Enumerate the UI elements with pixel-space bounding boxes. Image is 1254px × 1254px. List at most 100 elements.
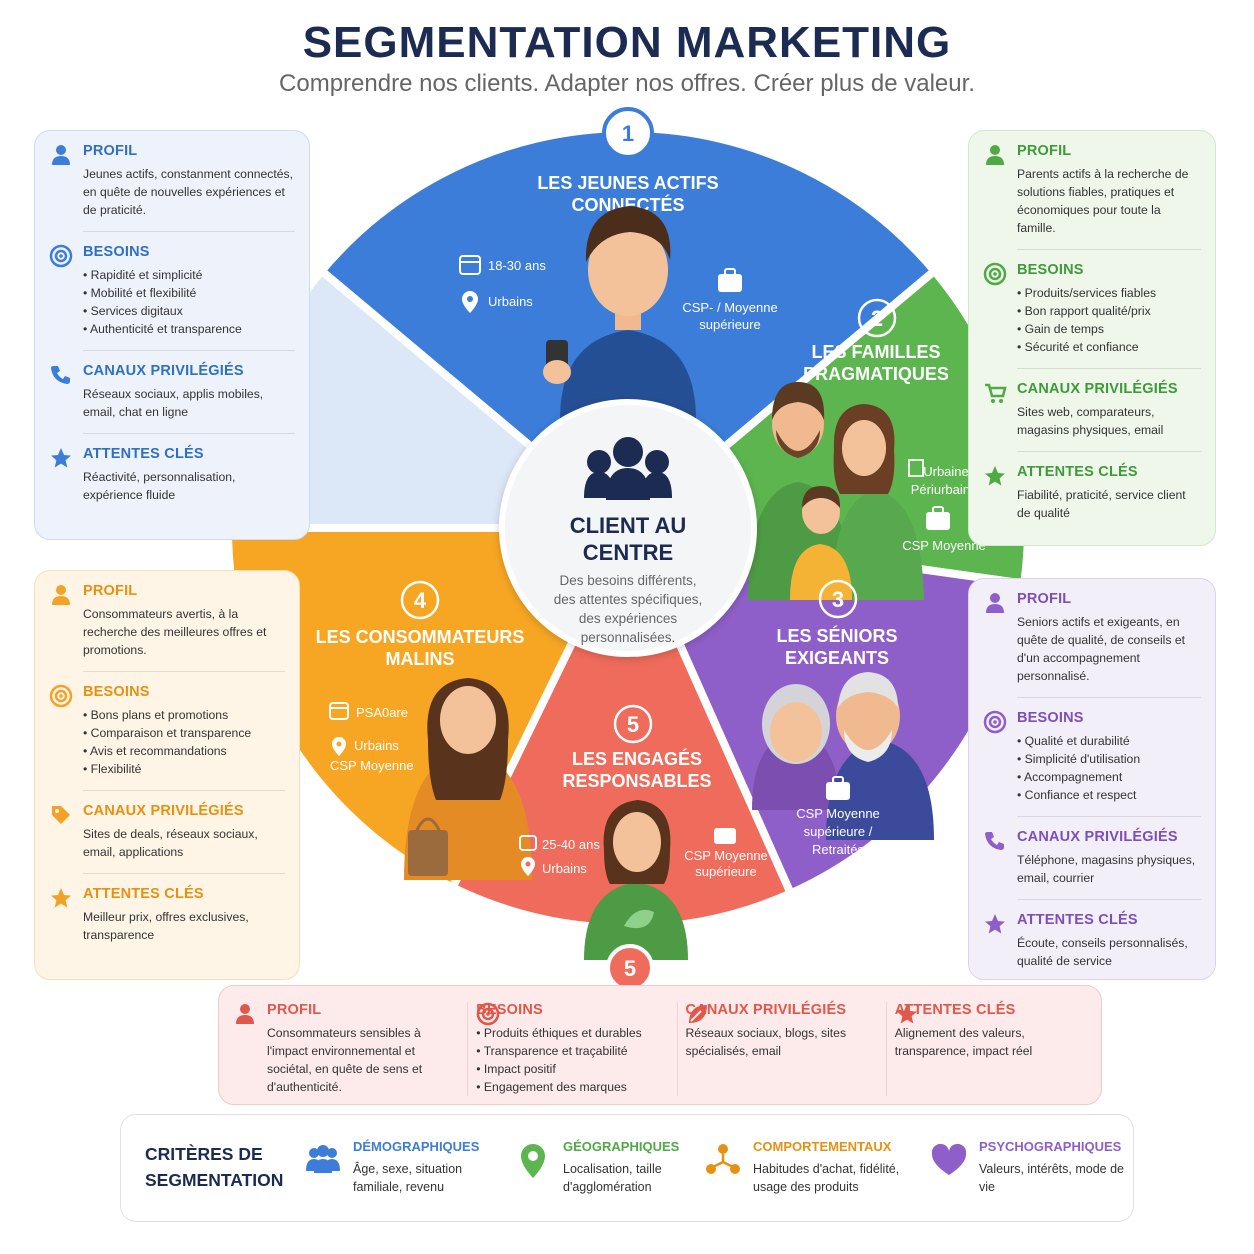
- attentes-title: ATTENTES CLÉS: [83, 446, 204, 462]
- besoins-section: BESOINS Produits/services fiables Bon ra…: [983, 262, 1201, 356]
- besoins-title: BESOINS: [476, 1002, 543, 1018]
- briefcase-icon: [926, 506, 950, 530]
- besoin-item: Avis et recommandations: [83, 742, 285, 760]
- besoin-item: Rapidité et simplicité: [83, 266, 295, 284]
- briefcase-icon: [714, 828, 736, 844]
- criterion-comportementaux: COMPORTEMENTAUX Habitudes d'achat, fidél…: [703, 1139, 903, 1196]
- smart-shopper-illustration: [404, 678, 532, 880]
- profil-section: PROFIL Jeunes actifs, constanment connec…: [49, 143, 295, 219]
- segment-3-title-line2: EXIGEANTS: [785, 648, 889, 668]
- location-pin-icon: [521, 1144, 545, 1178]
- segment-5-number: 5: [627, 712, 639, 737]
- segment-4-location: Urbains: [354, 738, 399, 753]
- criterion-title: COMPORTEMENTAUX: [753, 1139, 892, 1154]
- criteria-title: CRITÈRES DE SEGMENTATION: [145, 1141, 285, 1193]
- center-hub: CLIENT AU CENTRE Des besoins différents,…: [499, 399, 757, 657]
- divider: [1017, 899, 1201, 900]
- segment-5[interactable]: 5 LES ENGAGÉS RESPONSABLES 25-40 ans Urb…: [519, 704, 768, 992]
- divider: [1017, 697, 1201, 698]
- people-group-icon: [584, 437, 672, 500]
- segment-1[interactable]: 1 LES JEUNES ACTIFS CONNECTÉS 18-30 ans …: [459, 107, 778, 420]
- besoins-title: BESOINS: [83, 684, 150, 700]
- user-icon: [986, 593, 1004, 613]
- besoin-item: Comparaison et transparence: [83, 724, 285, 742]
- besoins-title: BESOINS: [83, 244, 150, 260]
- segment-5-title-line1: LES ENGAGÉS: [572, 748, 702, 769]
- panel-jeunes-actifs: PROFIL Jeunes actifs, constanment connec…: [34, 130, 310, 540]
- divider: [83, 671, 285, 672]
- besoin-item: Transparence et traçabilité: [476, 1042, 668, 1060]
- segment-3[interactable]: 3 LES SÉNIORS EXIGEANTS CSP Moyenne supé…: [752, 579, 934, 857]
- segment-3-csp-line2: supérieure /: [804, 824, 873, 839]
- calendar-icon: [459, 255, 481, 275]
- besoins-title: BESOINS: [1017, 262, 1084, 278]
- canaux-section: CANAUX PRIVILÉGIÉS Réseaux sociaux, appl…: [49, 363, 295, 421]
- canaux-text: Téléphone, magasins physiques, email, co…: [1017, 853, 1196, 885]
- criterion-psychographiques: PSYCHOGRAPHIQUES Valeurs, intérêts, mode…: [929, 1139, 1129, 1196]
- heart-icon: [931, 1143, 967, 1175]
- segment-1-number-badge: [602, 107, 654, 159]
- profil-title: PROFIL: [83, 583, 138, 599]
- leaf-icon: [624, 909, 654, 929]
- criterion-text: Localisation, taille d'agglomération: [563, 1162, 662, 1194]
- besoin-item: Impact positif: [476, 1060, 668, 1078]
- segment-5-title-line2: RESPONSABLES: [562, 771, 711, 791]
- besoin-item: Mobilité et flexibilité: [83, 284, 295, 302]
- calendar-icon: [519, 835, 537, 851]
- target-icon: [983, 710, 1007, 734]
- shopping-cart-icon: [985, 383, 1007, 403]
- briefcase-icon: [718, 268, 742, 292]
- segment-3-csp-line3: Retraités: [812, 842, 865, 857]
- segment-2-title-line1: LES FAMILLES: [811, 342, 940, 362]
- profil-text: Consommateurs sensibles à l'impact envir…: [267, 1026, 423, 1094]
- briefcase-icon: [826, 776, 850, 800]
- segment-5-location: Urbains: [542, 861, 587, 876]
- attentes-section: ATTENTES CLÉS Réactivité, personnalisati…: [49, 446, 295, 504]
- phone-icon: [51, 366, 70, 384]
- divider: [1017, 368, 1201, 369]
- criterion-title: GÉOGRAPHIQUES: [563, 1139, 680, 1154]
- segment-4-age: PSA0are: [356, 705, 408, 720]
- divider: [1017, 816, 1201, 817]
- attentes-title: ATTENTES CLÉS: [894, 1002, 1016, 1018]
- star-icon: [985, 466, 1005, 486]
- segment-5-csp-line2: supérieure: [695, 864, 756, 879]
- location-pin-icon: [908, 459, 924, 477]
- segment-5-bottom-number: 5: [624, 956, 636, 981]
- canaux-text: Réseaux sociaux, applis mobiles, email, …: [83, 387, 264, 419]
- attentes-title: ATTENTES CLÉS: [1017, 464, 1138, 480]
- attentes-section: ATTENTES CLÉS Fiabilité, praticité, serv…: [983, 464, 1201, 522]
- tag-icon: [52, 806, 70, 824]
- segment-2-csp: CSP Moyenne: [902, 538, 986, 553]
- besoins-title: BESOINS: [1017, 710, 1084, 726]
- segment-2-number-badge: [857, 298, 897, 338]
- divider: [1017, 249, 1201, 250]
- segment-4-title-line2: MALINS: [386, 649, 455, 669]
- location-pin-icon: [332, 737, 346, 756]
- star-icon: [51, 888, 71, 908]
- besoin-item: Flexibilité: [83, 760, 285, 778]
- segment-4[interactable]: 4 LES CONSOMMATEURS MALINS PSA0are Urbai…: [316, 580, 532, 880]
- segment-2-location-line2: Périurbaine: [911, 482, 978, 497]
- people-group-icon: [306, 1145, 340, 1173]
- attentes-text: Réactivité, personnalisation, expérience…: [83, 470, 236, 502]
- phone-icon: [985, 832, 1004, 850]
- segment-3-csp-line1: CSP Moyenne: [796, 806, 880, 821]
- attentes-text: Alignement des valeurs, transparence, im…: [894, 1026, 1033, 1058]
- segment-1-csp-line1: CSP- / Moyenne: [682, 300, 777, 315]
- segment-1-csp-line2: supérieure: [699, 317, 760, 332]
- canaux-title: CANAUX PRIVILÉGIÉS: [83, 803, 244, 819]
- besoins-section: BESOINS Rapidité et simplicité Mobilité …: [49, 244, 295, 338]
- divider: [83, 790, 285, 791]
- besoin-item: Simplicité d'utilisation: [1017, 750, 1201, 768]
- panel-familles-pragmatiques: PROFIL Parents actifs à la recherche de …: [968, 130, 1216, 546]
- segment-2[interactable]: 2 LES FAMILLES PRAGMATIQUES Urbaine Péri…: [748, 298, 986, 600]
- profil-section: PROFIL Consommateurs sensibles à l'impac…: [233, 1002, 459, 1096]
- profil-text: Consommateurs avertis, à la recherche de…: [83, 607, 267, 657]
- attentes-text: Meilleur prix, offres exclusives, transp…: [83, 910, 249, 942]
- attentes-text: Écoute, conseils personnalisés, qualité …: [1017, 936, 1188, 968]
- target-icon: [49, 244, 73, 268]
- besoin-item: Sécurité et confiance: [1017, 338, 1201, 356]
- besoins-section: BESOINS Bons plans et promotions Compara…: [49, 684, 285, 778]
- segmentation-criteria: CRITÈRES DE SEGMENTATION DÉMOGRAPHIQUES …: [120, 1114, 1134, 1222]
